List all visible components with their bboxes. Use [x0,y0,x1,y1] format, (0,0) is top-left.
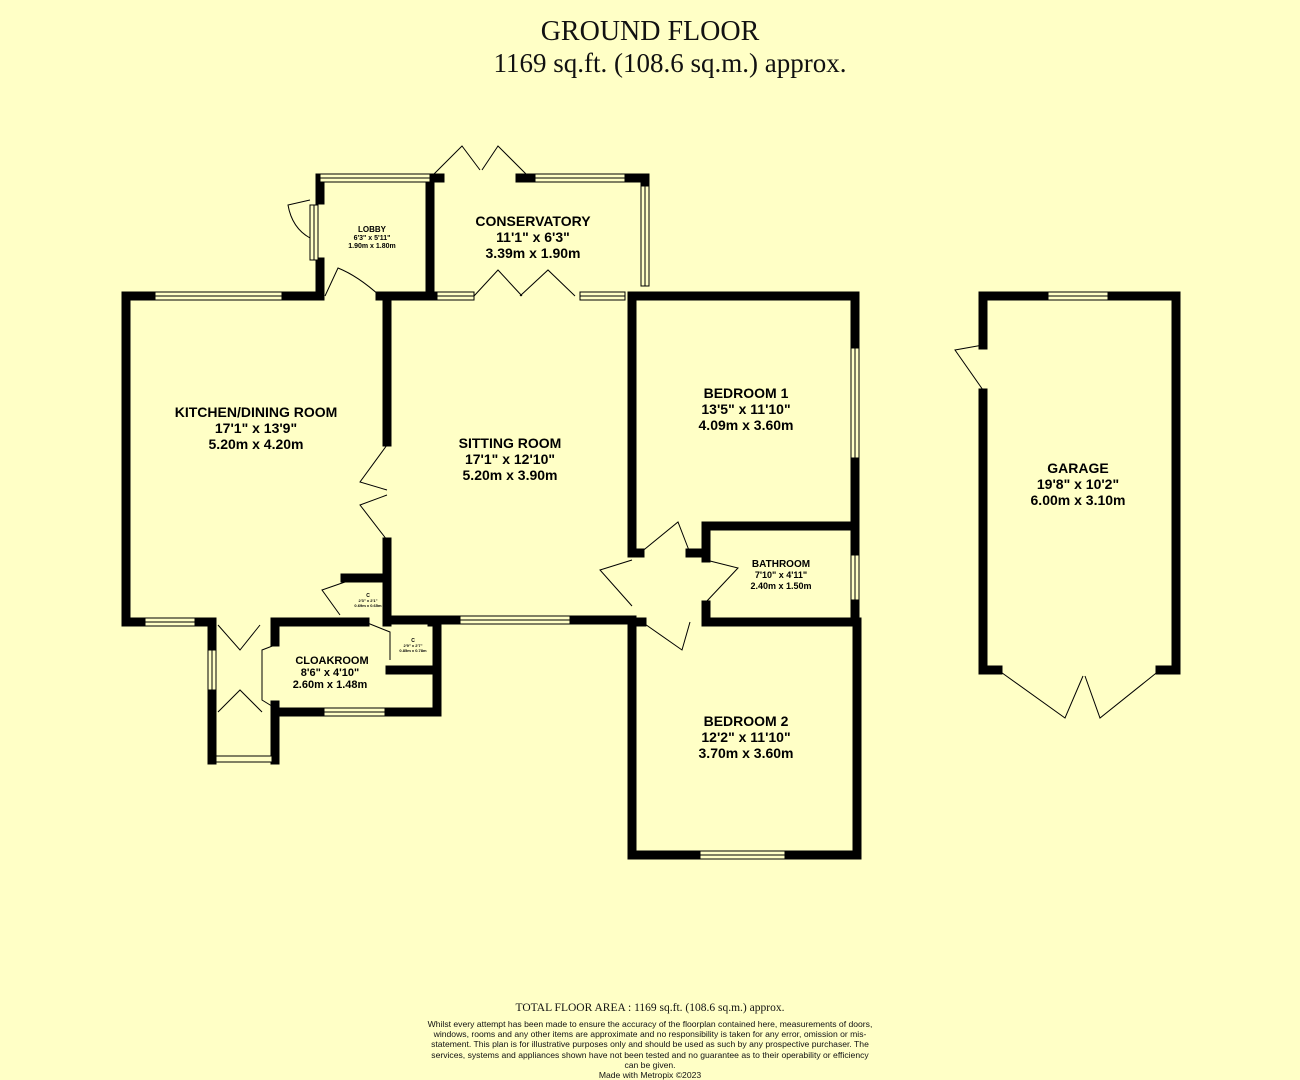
room-label-kitchen-metric: 5.20m x 4.20m [209,436,304,452]
room-label-bedroom2-name: BEDROOM 2 [704,713,789,729]
room-label-bedroom2-imperial: 12'2" x 11'10" [701,729,790,745]
plan-area-subtitle: 1169 sq.ft. (108.6 sq.m.) approx. [493,48,847,78]
disclaimer-text: Whilst every attempt has been made to en… [427,1019,873,1070]
room-label-kitchen-name: KITCHEN/DINING ROOM [175,404,338,420]
room-label-conservatory-metric: 3.39m x 1.90m [486,245,581,261]
room-label-bathroom-imperial: 7'10" x 4'11" [755,570,807,580]
room-label-bedroom2-metric: 3.70m x 3.60m [699,745,794,761]
room-label-sitting-name: SITTING ROOM [459,435,562,451]
room-label-sitting-imperial: 17'1" x 12'10" [465,451,555,467]
doors [217,145,1161,719]
walls [121,173,1181,860]
total-floor-area: TOTAL FLOOR AREA : 1169 sq.ft. (108.6 sq… [515,1002,785,1014]
room-label-bathroom-name: BATHROOM [752,559,810,570]
room-label-conservatory-imperial: 11'1" x 6'3" [496,229,570,245]
room-label-garage-metric: 6.00m x 3.10m [1031,492,1126,508]
room-label-lobby-imperial: 6'3" x 5'11" [354,235,391,242]
plan-title: GROUND FLOOR [540,16,760,47]
room-label-bedroom1-imperial: 13'5" x 11'10" [701,401,790,417]
room-label-cupboard2-metric: 0.85m x 0.78m [399,648,427,653]
room-label-kitchen-imperial: 17'1" x 13'9" [215,420,297,436]
room-label-conservatory-name: CONSERVATORY [475,213,591,229]
room-label-cupboard2-imperial: 2'9" x 2'7" [403,643,422,648]
windows [144,173,1109,860]
room-label-lobby-metric: 1.90m x 1.80m [348,243,395,250]
room-label-cupboard1-imperial: 2'3" x 2'1" [358,598,377,603]
room-label-bedroom1-name: BEDROOM 1 [704,385,789,401]
room-label-cupboard1-name: C [366,593,370,599]
room-label-cloakroom-name: CLOAKROOM [295,655,368,667]
room-label-lobby-name: LOBBY [358,225,387,234]
room-label-cupboard2-name: C [411,638,415,644]
room-label-sitting-metric: 5.20m x 3.90m [463,467,558,483]
room-label-garage-imperial: 19'8" x 10'2" [1037,476,1119,492]
room-label-bathroom-metric: 2.40m x 1.50m [750,581,811,591]
room-label-cupboard1-metric: 0.69m x 0.65m [354,603,382,608]
room-label-bedroom1-metric: 4.09m x 3.60m [699,417,794,433]
room-labels: KITCHEN/DINING ROOM 17'1" x 13'9" 5.20m … [175,213,1126,761]
room-label-garage-name: GARAGE [1047,460,1108,476]
room-label-cloakroom-metric: 2.60m x 1.48m [293,679,368,691]
floor-plan: KITCHEN/DINING ROOM 17'1" x 13'9" 5.20m … [121,145,1181,860]
room-label-cloakroom-imperial: 8'6" x 4'10" [301,667,359,679]
made-with-credit: Made with Metropix ©2023 [598,1070,702,1080]
